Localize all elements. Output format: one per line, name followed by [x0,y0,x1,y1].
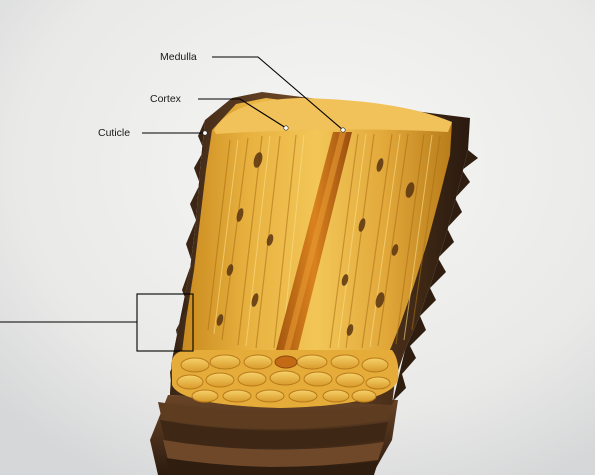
cortex-label: Cortex [150,93,181,105]
medulla-label: Medulla [160,51,197,63]
cuticle-label: Cuticle [98,127,130,139]
cortex-cell-cross-section [172,350,398,408]
